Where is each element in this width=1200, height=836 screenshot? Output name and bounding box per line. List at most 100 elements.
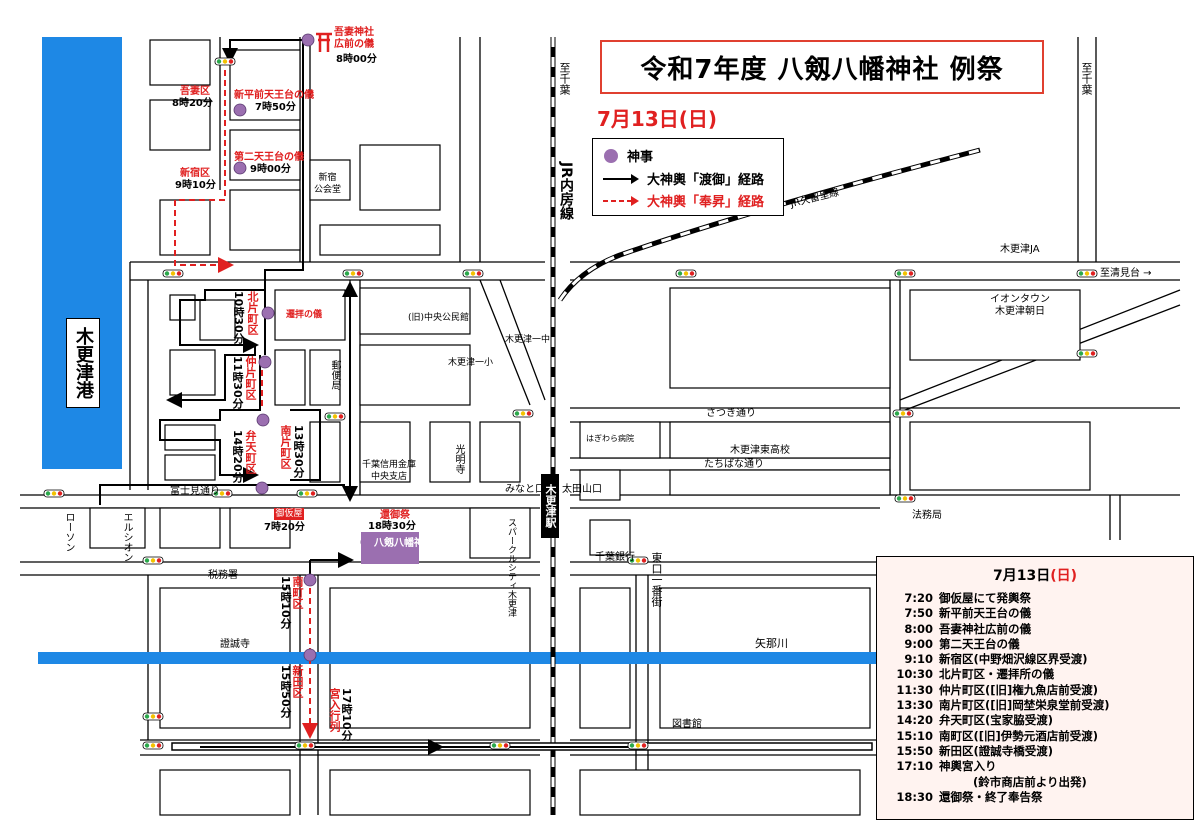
arrow-icon: [603, 195, 639, 206]
route-azuma-ku: 吾妻区: [180, 86, 210, 97]
route-kangyo: 還御祭: [380, 510, 410, 521]
torii-icon: [316, 32, 332, 52]
schedule-title-day: (日): [1050, 568, 1078, 584]
legend-hosho-label: 大神輿「奉昇」経路: [647, 195, 765, 210]
label-zeimusho: 税務署: [208, 570, 238, 581]
route-azuma-time: 8時00分: [336, 54, 377, 65]
route-kitakata-time: 10時30分: [232, 291, 245, 344]
route-gosaisho: 御仮屋: [274, 508, 304, 520]
label-homukyoku: 法務局: [912, 510, 942, 521]
label-to-kiyomidai: 至清見台 →: [1100, 268, 1152, 279]
route-miyairi-time: 17時10分: [340, 688, 353, 741]
label-shoseiji: 證誠寺: [220, 639, 250, 650]
label-yubinkyoku: 郵便局: [329, 360, 340, 390]
legend-shinji-label: 神事: [627, 150, 654, 165]
label-satsuki-dori: さつき通り: [706, 408, 756, 419]
route-minamikata-time: 13時30分: [292, 425, 305, 478]
legend: 神事 大神輿「渡御」経路 大神輿「奉昇」経路: [592, 138, 784, 216]
label-tachibana-dori: たちばな通り: [704, 459, 764, 470]
traffic-lights: [43, 57, 1098, 750]
label-to-chiba-1: 至千葉: [558, 62, 571, 95]
route-kitakata: 北片町区: [246, 291, 259, 335]
label-jr-uchibo: JR内房線: [558, 162, 574, 220]
legend-togyo-label: 大神輿「渡御」経路: [647, 173, 765, 188]
label-shinjuku-kokaido: 新宿 公会堂: [314, 173, 342, 195]
label-kisarazu-1-sho: 木更津一小: [448, 358, 494, 368]
route-minamimachi-time: 15時10分: [279, 576, 292, 629]
arrow-icon: [603, 173, 639, 184]
label-toshokan: 図書館: [672, 719, 702, 730]
route-azuma-ku-time: 8時20分: [172, 98, 213, 109]
route-benten-time: 14時20分: [231, 430, 244, 483]
event-date: 7月13日(日): [597, 107, 718, 131]
label-hagiwara-hospital: はぎわら病院: [586, 434, 634, 443]
river-yanagawa: [38, 652, 878, 664]
shinto-mark-icon: [604, 148, 618, 163]
label-to-chiba-2: 至千葉: [1080, 62, 1093, 95]
label-yanagawa: 矢那川: [755, 637, 788, 650]
label-komyoji: 光明寺: [453, 444, 464, 474]
route-hosho: [174, 70, 318, 739]
label-kominkan: (旧)中央公民館: [408, 313, 470, 323]
route-nakakata: 仲片町区: [244, 356, 257, 400]
route-minamimachi: 南町区: [291, 576, 304, 609]
legend-hosho-row: 大神輿「奉昇」経路: [603, 191, 764, 210]
shrine-name: 八剱八幡神社: [374, 538, 434, 549]
label-higashiguchi: 東口一番街: [650, 552, 663, 607]
rail-kururi: [557, 147, 981, 302]
route-shinden: 新田区: [291, 665, 304, 698]
label-kisarazu-1-chu: 木更津一中: [505, 335, 551, 345]
route-daini: 第二天王台の儀: [234, 152, 304, 163]
schedule-title-date: 7月13日: [992, 568, 1051, 584]
station-kisarazu: 木更津駅: [541, 474, 559, 538]
route-minamikata: 南片町区: [279, 425, 292, 469]
route-shinden-time: 15時50分: [279, 665, 292, 718]
label-chiba-shinkin: 千葉信用金庫 中央支店: [362, 460, 417, 482]
route-shinhirasaki-time: 7時50分: [255, 102, 296, 113]
shinto-mark-icons: [233, 33, 374, 662]
schedule-title: 7月13日(日): [877, 565, 1193, 585]
label-minatoguchi: みなと口: [505, 484, 545, 495]
route-shinhirasaki: 新平前天王台の儀: [234, 90, 314, 101]
route-senpai: 遷拝の儀: [286, 310, 323, 320]
page-title: 令和7年度 八剱八幡神社 例祭: [600, 40, 1044, 94]
label-aeon: イオンタウン 木更津朝日: [990, 294, 1050, 317]
route-shinjuku-time: 9時10分: [175, 180, 216, 191]
legend-togyo-row: 大神輿「渡御」経路: [603, 169, 764, 188]
label-sparkle-city: スパークルシティ木更津: [506, 518, 516, 617]
legend-shinji-row: 神事: [603, 146, 653, 165]
label-fujimi-dori: 富士見通り: [170, 486, 220, 497]
route-benten: 弁天町区: [244, 430, 257, 474]
route-nakakata-time: 11時30分: [231, 356, 244, 409]
route-daini-time: 9時00分: [250, 164, 291, 175]
shrine-badge: [361, 532, 419, 564]
port-label: 木更津港: [66, 318, 100, 408]
route-miyairi: 宮入行列: [328, 688, 341, 732]
label-lawson: ローソン: [63, 512, 74, 552]
label-elcione: エルシオン: [121, 512, 132, 562]
schedule-item: (鈴市商店前より出発): [973, 774, 1087, 789]
label-chiba-bank: 千葉銀行: [595, 552, 635, 563]
route-azuma-shrine: 吾妻神社 広前の儀: [334, 27, 374, 50]
route-gosaisho-time: 7時20分: [264, 522, 305, 533]
label-kisarazu-ja: 木更津JA: [1000, 244, 1040, 255]
label-otayamaguchi: 太田山口: [562, 484, 602, 495]
route-shinjuku-ku: 新宿区: [180, 168, 210, 179]
route-kangyo-time: 18時30分: [368, 521, 416, 532]
